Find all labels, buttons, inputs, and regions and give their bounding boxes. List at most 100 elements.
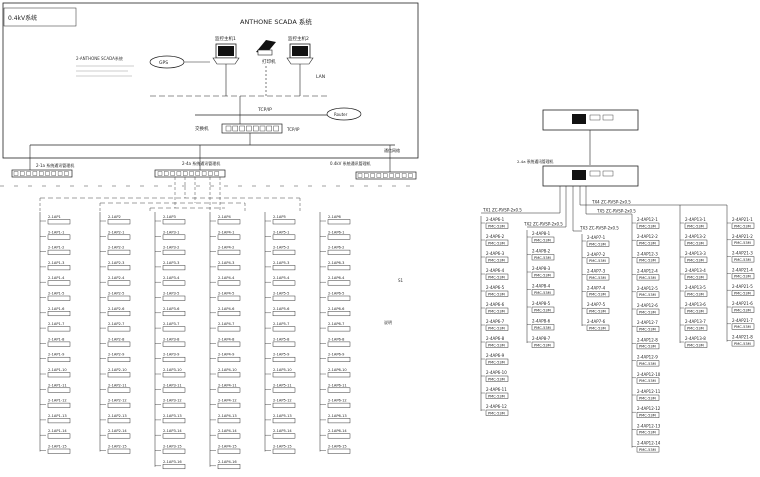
hub-port [376,173,382,178]
device-label: 2-4AP12-6 [637,303,658,308]
device-box [485,358,509,365]
device-label: 2-1AP5-2 [273,246,289,250]
device-box [327,249,351,255]
device-label: 2-1AP4-4 [218,276,235,280]
device-box [636,222,660,229]
hub-port [201,171,207,176]
device-label: 2-1AP4-2 [218,246,234,250]
host-1-label: 监控主机1 [215,35,236,42]
device-model-label: PMC-53M [687,292,704,296]
device-model-label: PMC-53M [639,293,656,297]
device-label: 2-1AP2-5 [108,292,124,296]
device-box [485,239,509,246]
device-box [327,387,351,393]
device-box [217,356,241,362]
device-label: 2-1AP3-5 [163,292,179,296]
device-box [731,340,755,347]
device-label: 2-1AP2-8 [108,337,125,341]
device-model-label: PMC-53M [488,224,505,228]
device-label: 2-4AP12-9 [637,355,658,360]
device-box [107,219,131,225]
device-box [217,372,241,378]
device-label: 2-1AP1-9 [48,353,65,357]
device-label: 2-4AP12-3 [637,251,658,256]
device-model-label: PMC-53M [534,273,551,277]
hub-port [20,171,25,176]
device-label: 2-1AP5-7 [273,322,289,326]
device-model-label: PMC-53M [687,309,704,313]
device-box [327,234,351,240]
device-box [327,448,351,454]
device-model-label: PMC-53M [687,326,704,330]
device-label: 2-1AP4-9 [218,353,235,357]
device-label: 2-1AP1-8 [48,337,65,341]
device-box [485,290,509,297]
device-box [531,236,555,243]
router-cloud-icon: Router [326,107,362,121]
device-label: 2-1AP3-6 [163,307,180,311]
device-box [586,240,610,247]
device-label: 2-1AP1-2 [48,246,64,250]
hub-port [176,171,182,176]
device-model-label: PMC-53M [589,310,606,314]
device-box [217,402,241,408]
device-label: 2-1AP3-3 [163,261,179,265]
device-box [272,219,296,225]
device-model-label: PMC-53M [639,259,656,263]
device-label: 2-1AP4-16 [218,460,237,464]
device-box [636,377,660,384]
device-label: 2-4AP7-3 [587,269,606,274]
device-box [162,464,186,470]
device-model-label: PMC-53M [734,292,751,296]
device-box [531,306,555,313]
device-model-label: PMC-53M [488,292,505,296]
device-box [485,392,509,399]
device-box [107,326,131,332]
device-label: 2-4AP7-1 [587,235,606,240]
device-box [217,341,241,347]
device-box [47,418,71,424]
device-box [107,448,131,454]
device-box [107,295,131,301]
misc-label-a: S1 [398,278,404,283]
device-label: 2-4AP13-5 [685,285,706,290]
device-label: 2-4AP12-11 [637,389,661,394]
hub-port [157,171,163,176]
device-label: 2-1AP2-11 [108,383,127,387]
device-label: 2-1AP3-13 [163,414,182,418]
device-box [531,289,555,296]
device-model-label: PMC-53M [639,414,656,418]
lan-label: LAN [316,74,325,80]
device-label: 2-4AP13-3 [685,251,706,256]
device-box [107,234,131,240]
device-label: 2-1AP5-9 [273,353,290,357]
gps-cloud-icon: GPS [149,55,210,69]
device-box [485,375,509,382]
device-label: 2-1AP4-1 [218,230,234,234]
device-label: 2-1AP1-10 [48,368,67,372]
device-box [327,356,351,362]
device-model-label: PMC-53M [488,411,505,415]
device-label: 2-1AP1-12 [48,399,67,403]
device-label: 2-4AP12-10 [637,372,661,377]
tx-label: TX4 ZC-RVSP-2x0.5 [591,200,631,205]
device-label: 2-1AP4-15 [218,445,237,449]
device-box [47,356,71,362]
device-box [107,402,131,408]
hub-port [183,171,188,176]
device-label: 2-4AP6-5 [486,285,505,290]
hub-port [32,171,38,176]
switch-port [266,125,272,132]
device-label: 2-4AP6-11 [486,387,507,392]
device-model-label: PMC-53M [488,394,505,398]
hub-port [383,173,388,178]
device-model-label: PMC-53M [734,342,751,346]
device-label: 2-4AP7-2 [587,252,606,257]
device-box [47,387,71,393]
device-box [107,356,131,362]
device-box [47,341,71,347]
misc-label-b: 说明 [384,319,392,325]
device-box [731,222,755,229]
device-box [636,343,660,350]
device-model-label: PMC-53M [639,328,656,332]
